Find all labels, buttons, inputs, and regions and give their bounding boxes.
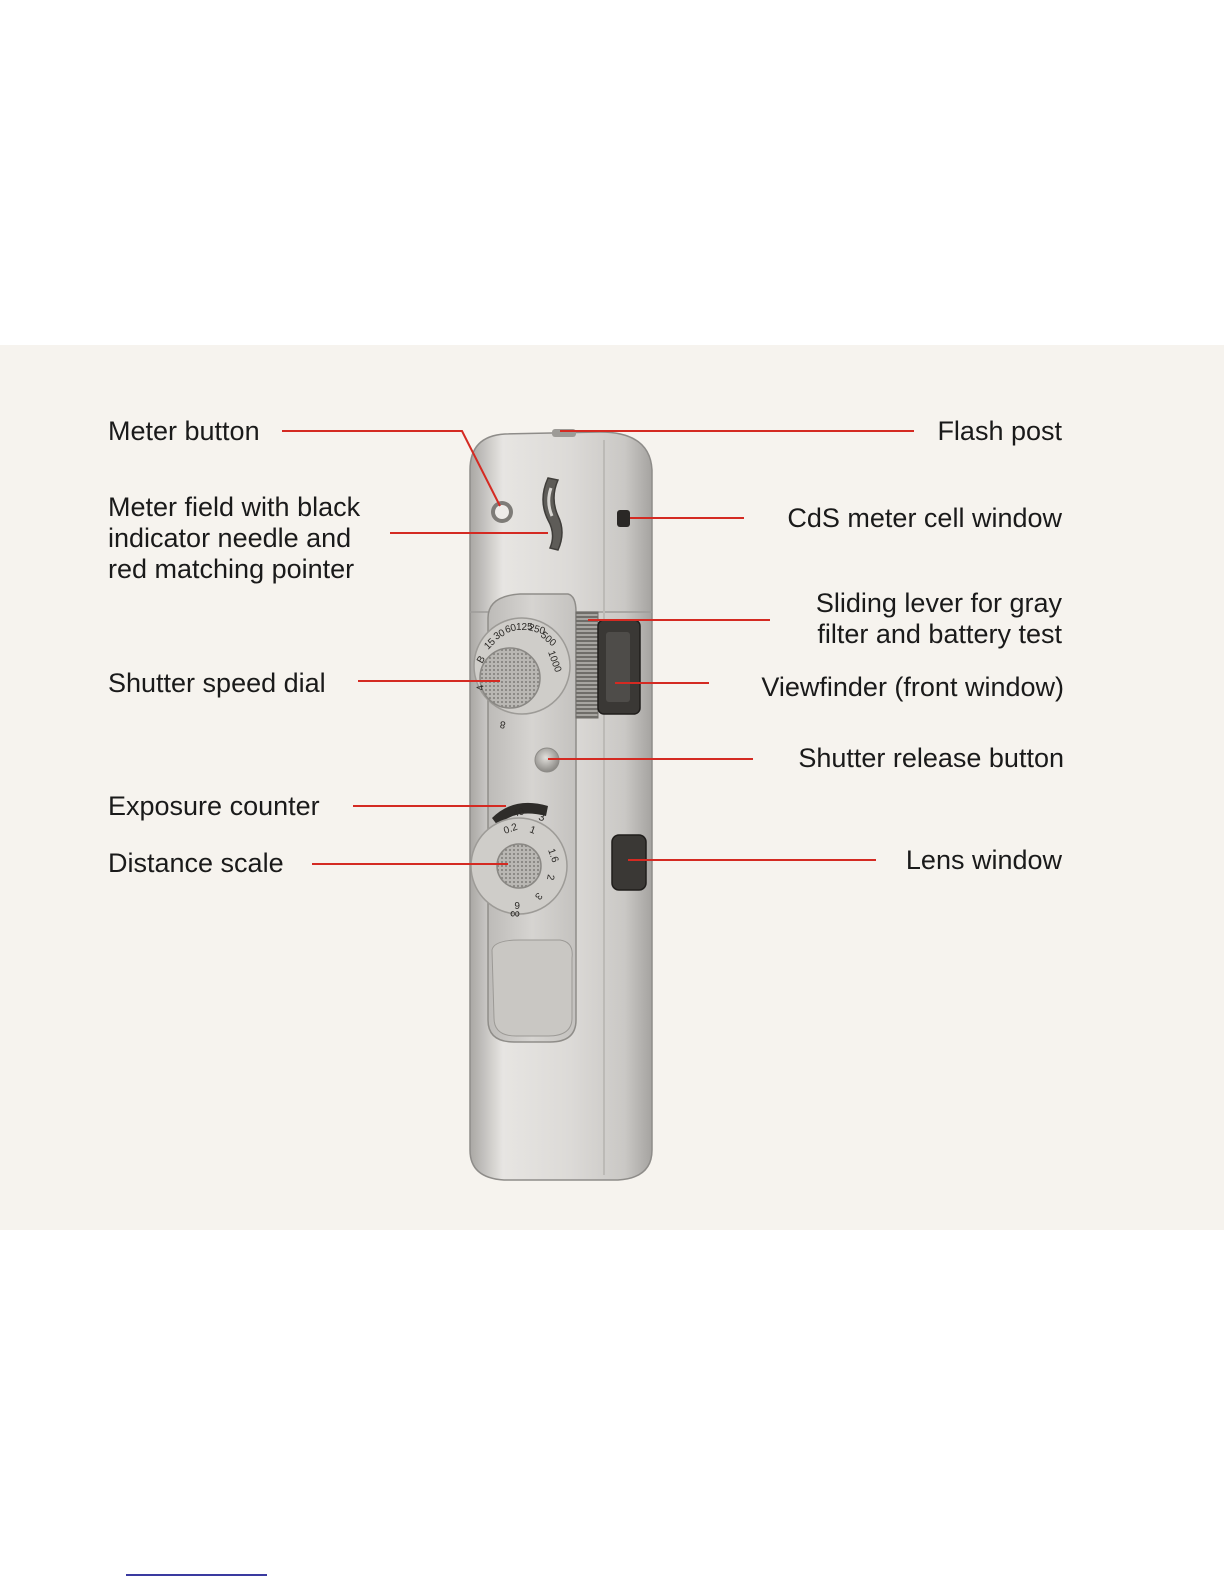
speed-label: B xyxy=(475,654,488,666)
distance-label: 2 xyxy=(544,873,556,881)
label-meter-field-line: Meter field with black xyxy=(108,492,361,522)
label-sliding-lever: Sliding lever for gray filter and batter… xyxy=(816,588,1062,650)
label-meter-field: Meter field with black indicator needle … xyxy=(108,492,360,585)
speed-label: 4 xyxy=(475,684,487,692)
counter-mark: 40 xyxy=(512,806,526,820)
label-meter-field-line: red matching pointer xyxy=(108,554,355,584)
bottom-underline xyxy=(126,1574,267,1576)
distance-label: ∞ xyxy=(510,905,520,921)
distance-label: 0.2 xyxy=(502,822,519,837)
speed-label: 125 xyxy=(516,622,533,633)
distance-label: 3 xyxy=(532,890,544,902)
shutter-speed-dial[interactable]: B 15 30 60 125 250 500 1000 4 8 xyxy=(473,617,571,730)
meter-field-window xyxy=(542,477,563,551)
speed-label: 60 xyxy=(504,622,518,636)
distance-scale-dial[interactable]: 0.2 1 1.6 2 3 6 ∞ xyxy=(470,817,568,921)
label-lens-window: Lens window xyxy=(905,845,1062,875)
distance-scale-labels: 0.2 1 1.6 2 3 6 ∞ xyxy=(502,822,560,921)
distance-label: 6 xyxy=(514,899,520,910)
label-flash-post: Flash post xyxy=(937,416,1062,446)
lens-window xyxy=(611,834,647,891)
label-distance-scale: Distance scale xyxy=(108,848,284,878)
label-meter-button: Meter button xyxy=(108,416,260,446)
label-meter-field-line: indicator needle and xyxy=(108,523,352,553)
label-sliding-lever-line: Sliding lever for gray xyxy=(815,588,1062,618)
label-exposure-counter: Exposure counter xyxy=(108,791,320,821)
viewfinder-window xyxy=(597,619,641,715)
leader-lines xyxy=(282,430,914,865)
leader-meter-button xyxy=(282,430,501,507)
distance-label: 1 xyxy=(528,824,537,836)
speed-label: 250 xyxy=(527,622,546,637)
distance-label: 1.6 xyxy=(545,847,560,864)
label-shutter-release: Shutter release button xyxy=(798,743,1064,773)
cds-cell-window-icon xyxy=(617,510,630,527)
exposure-counter: 40 3 xyxy=(492,802,548,826)
sliding-lever[interactable] xyxy=(575,611,599,719)
label-viewfinder: Viewfinder (front window) xyxy=(761,672,1064,702)
label-cds-cell: CdS meter cell window xyxy=(787,503,1062,533)
label-shutter-speed-dial: Shutter speed dial xyxy=(108,668,326,698)
meter-button-icon[interactable] xyxy=(491,501,513,523)
label-sliding-lever-line: filter and battery test xyxy=(817,619,1062,649)
counter-mark: 3 xyxy=(537,811,545,824)
speed-label: 30 xyxy=(492,627,508,642)
speed-label: 8 xyxy=(499,718,507,730)
